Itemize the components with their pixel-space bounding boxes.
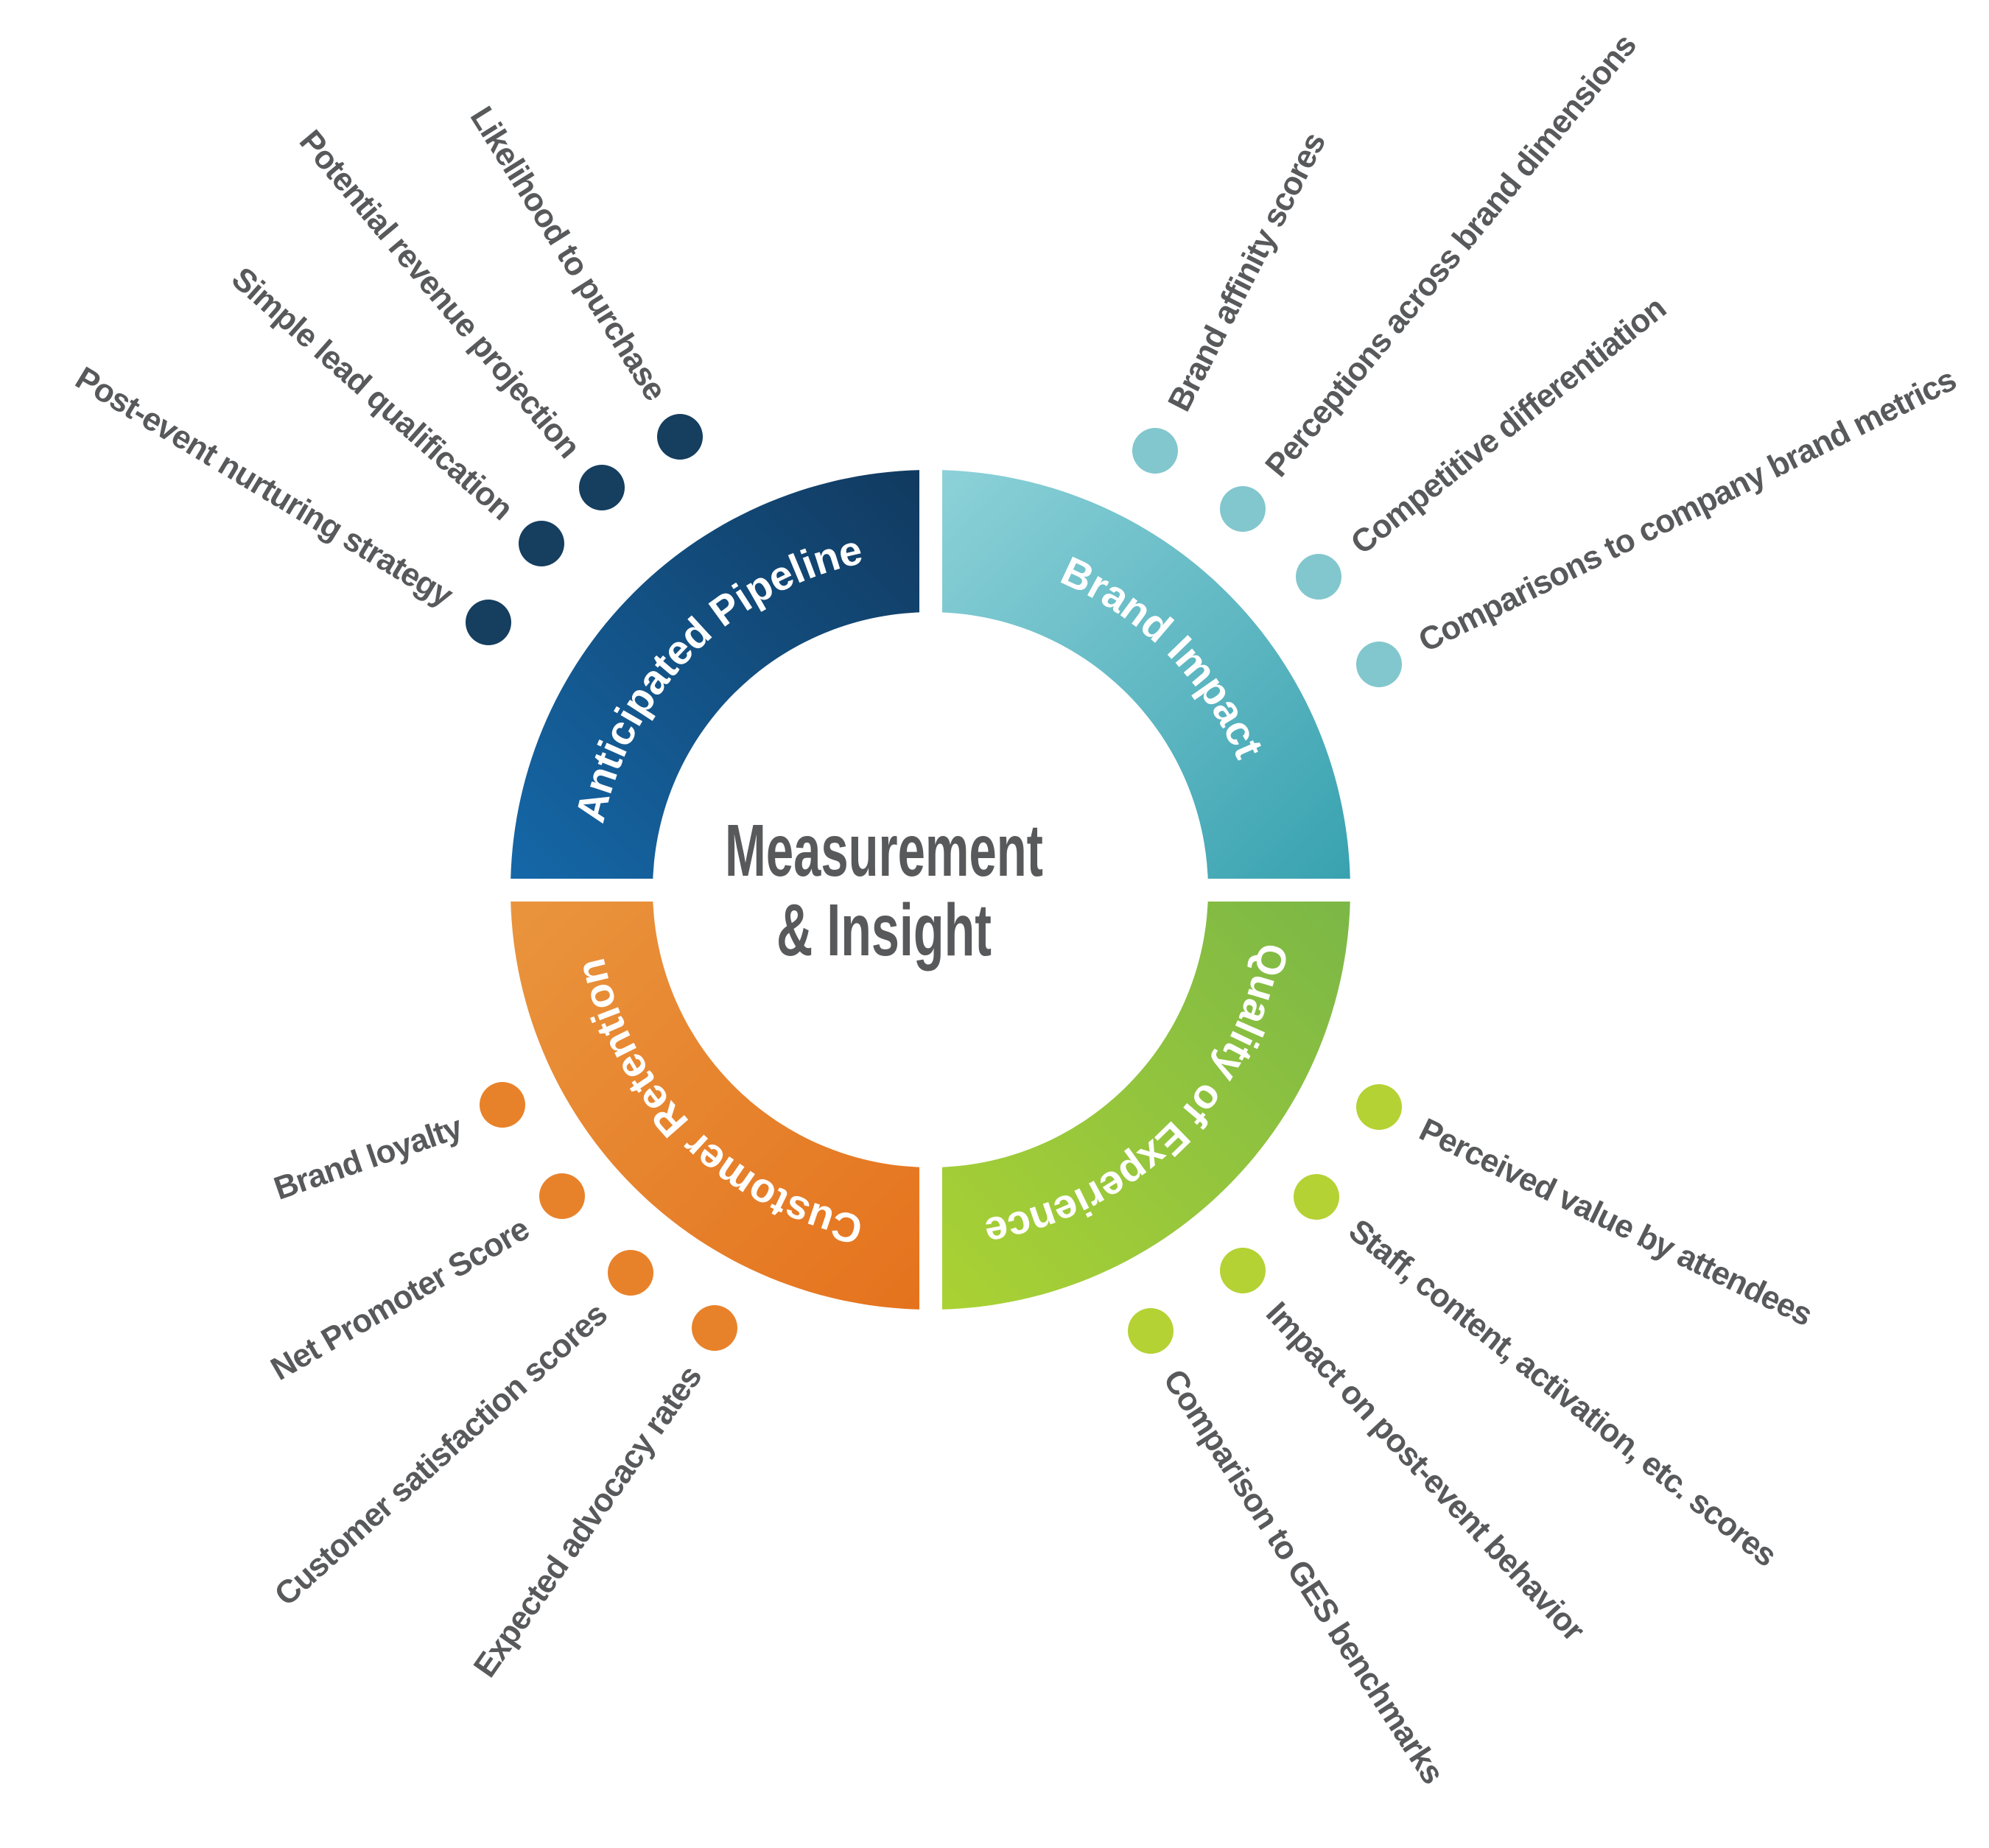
anticipated-pipeline-dot-2 — [579, 465, 625, 510]
customer-retention-metric-label-1: Brand loyalty — [270, 1109, 468, 1206]
quality-of-experience-dot-1 — [1356, 1084, 1402, 1130]
center-title-line1: Measurement — [725, 809, 1043, 892]
customer-retention-metric-label-2: Net Promoter Score — [264, 1211, 535, 1388]
brand-impact-dot-1 — [1132, 428, 1178, 474]
center-title-line2: & Insight — [776, 889, 992, 972]
quality-of-experience-dot-4 — [1128, 1308, 1174, 1354]
quality-of-experience-dot-2 — [1294, 1174, 1339, 1220]
anticipated-pipeline-dot-4 — [466, 600, 511, 645]
brand-impact-metric-label-1: Brand affinity scores — [1161, 127, 1333, 418]
segment-anticipated-pipeline — [511, 470, 930, 890]
anticipated-pipeline-dot-1 — [657, 414, 703, 460]
brand-impact-dot-4 — [1356, 642, 1402, 687]
segment-customer-retention — [511, 890, 930, 1310]
segment-quality-of-experience — [930, 890, 1350, 1310]
quality-of-experience-dot-3 — [1220, 1248, 1266, 1293]
segment-brand-impact — [930, 470, 1350, 890]
customer-retention-dot-4 — [692, 1305, 737, 1351]
customer-retention-dot-2 — [539, 1173, 585, 1219]
brand-impact-dot-3 — [1296, 554, 1341, 600]
brand-impact-metric-label-4: Comparisons to company brand metrics — [1413, 362, 1962, 659]
customer-retention-dot-1 — [480, 1082, 525, 1128]
quadrant-gap-horizontal — [494, 879, 1369, 902]
anticipated-pipeline-metric-label-2: Potential revenue projection — [292, 123, 587, 464]
customer-retention-dot-3 — [608, 1250, 653, 1296]
anticipated-pipeline-dot-3 — [519, 521, 564, 566]
brand-impact-metric-label-2: Perceptions across brand dimensions — [1258, 27, 1644, 483]
brand-impact-dot-2 — [1220, 486, 1266, 532]
